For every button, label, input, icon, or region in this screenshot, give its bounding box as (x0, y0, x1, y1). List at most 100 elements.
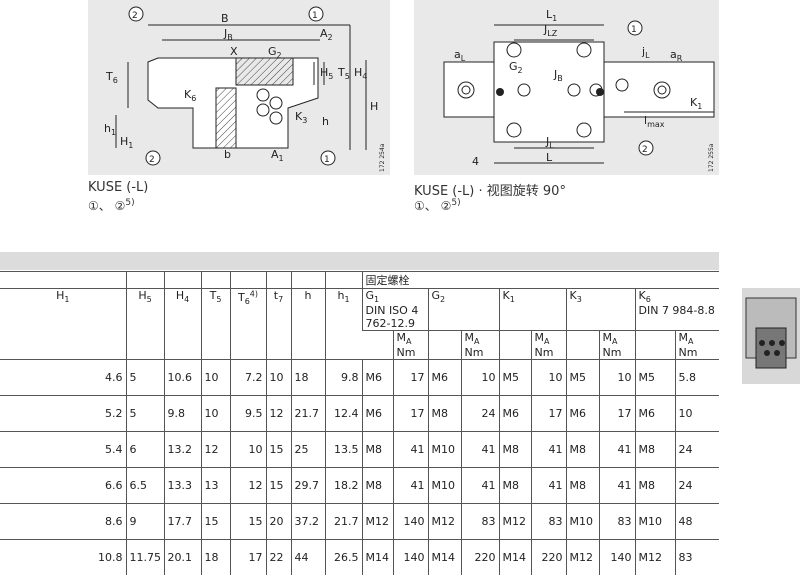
table-cell: 10.6 (163, 359, 201, 396)
bolt-standard: DIN ISO 4 762-12.9 (365, 304, 419, 331)
table-cell: 83 (530, 503, 566, 540)
table-cell: M5 (498, 359, 531, 396)
label-aL: aL (454, 48, 466, 63)
table-cell: 5.4 (0, 431, 126, 468)
bolt-header-K6: K6 (638, 289, 651, 305)
label-L: L (546, 151, 553, 164)
table-cell: 17 (392, 359, 428, 396)
table-cell: 140 (598, 539, 635, 576)
table-cell: 220 (460, 539, 499, 576)
top-view-svg: 1 2 L1 JLZ aL jL aR G2 JB K1 lmax 4 JL L… (443, 8, 715, 172)
table-cell: 5 (125, 395, 164, 432)
label-G2: G2 (509, 60, 523, 75)
table-cell: 10 (674, 395, 720, 432)
table-cell: 9.8 (163, 395, 201, 432)
table-cell: 41 (530, 431, 566, 468)
bolt-standard: DIN 7 984-8.8 (638, 304, 715, 318)
label-JB: JB (223, 27, 233, 42)
table-cell: M8 (498, 431, 531, 468)
table-cell: 20.1 (163, 539, 201, 576)
table-cell: 18 (290, 359, 325, 396)
callout-1: 1 (312, 11, 318, 21)
table-cell: M8 (361, 431, 393, 468)
table-cell: 12.4 (324, 395, 362, 432)
label-H5: H5 (320, 66, 333, 81)
label-K3: K3 (295, 110, 307, 125)
header-T5: T5 (209, 289, 222, 305)
table-top-band (0, 252, 719, 270)
table-cell: M8 (427, 395, 461, 432)
table-cell: 41 (392, 431, 428, 468)
table-cell: 5 (125, 359, 164, 396)
label-H4: H4 (354, 66, 367, 81)
cross-section-svg: 2 1 2 1 B JB A2 X G2 T6 H5 T5 H4 K6 K3 H… (104, 6, 386, 172)
table-cell: M14 (498, 539, 531, 576)
label-T5: T5 (337, 66, 350, 81)
label-b: b (224, 148, 231, 161)
table-cell: 10 (229, 431, 266, 468)
table-cell: 13.5 (324, 431, 362, 468)
bolt-header-G1: G1 (365, 289, 380, 305)
label-lmax: lmax (644, 114, 665, 129)
callout-2b: 2 (149, 155, 155, 165)
table-cell: M12 (565, 539, 599, 576)
label-h: h (322, 115, 329, 128)
table-cell: M5 (565, 359, 599, 396)
table-cell: 22 (265, 539, 291, 576)
bolt-header-K1: K1 (502, 289, 515, 305)
table-cell: 6.6 (0, 467, 126, 504)
table-cell: 8.6 (0, 503, 126, 540)
table-cell: 9 (125, 503, 164, 540)
table-cell: M6 (634, 395, 675, 432)
header-H5: H5 (138, 289, 152, 305)
table-cell: M6 (498, 395, 531, 432)
drawing-code: 172 254a (379, 143, 386, 172)
table-cell: M8 (565, 431, 599, 468)
top-view-drawing: 1 2 L1 JLZ aL jL aR G2 JB K1 lmax 4 JL L… (414, 0, 719, 175)
side-thumbnail-image (742, 288, 800, 384)
table-cell: M6 (361, 359, 393, 396)
table-cell: 41 (460, 467, 499, 504)
table-cell: 37.2 (290, 503, 325, 540)
table-cell: 21.7 (324, 503, 362, 540)
table-cell: 41 (530, 467, 566, 504)
table-cell: 17 (598, 395, 635, 432)
table-cell: 10 (530, 359, 566, 396)
table-cell: 15 (265, 467, 291, 504)
table-cell: 10 (200, 359, 230, 396)
callout-1b: 1 (324, 155, 330, 165)
label-aR: aR (670, 48, 683, 63)
table-cell: 10 (265, 359, 291, 396)
header-H4: H4 (175, 289, 190, 305)
label-A1: A1 (271, 148, 284, 163)
callout-1: 1 (631, 25, 637, 35)
table-cell: 41 (460, 431, 499, 468)
table-cell: 10 (200, 395, 230, 432)
table-cell: 12 (265, 395, 291, 432)
table-cell: 15 (200, 503, 230, 540)
table-cell: 13.2 (163, 431, 201, 468)
label-jL: jL (641, 45, 650, 60)
table-cell: 20 (265, 503, 291, 540)
bolt-header-K3: K3 (569, 289, 582, 305)
table-cell: 48 (674, 503, 720, 540)
table-cell: 140 (392, 539, 428, 576)
caption-right: KUSE (-L) · 视图旋转 90° (414, 184, 566, 199)
table-cell: 12 (229, 467, 266, 504)
table-cell: M10 (427, 467, 461, 504)
table-cell: 220 (530, 539, 566, 576)
label-JLZ: JLZ (543, 23, 558, 38)
table-cell: M12 (427, 503, 461, 540)
label-K1: K1 (690, 96, 702, 111)
caption-right-refs: ①、 ②5) (414, 198, 461, 213)
callout-2: 2 (642, 145, 648, 155)
table-cell: 21.7 (290, 395, 325, 432)
